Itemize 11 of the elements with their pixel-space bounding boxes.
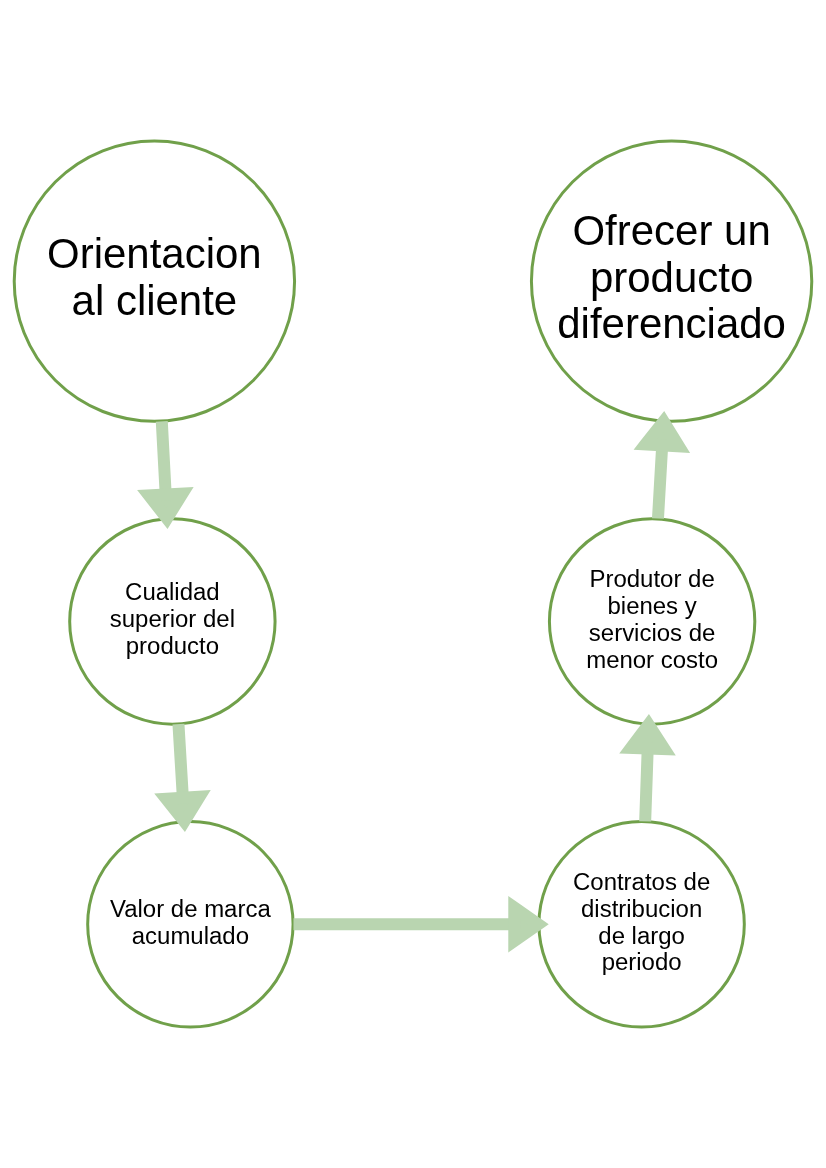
node-circle: Orientacion al cliente <box>12 139 297 423</box>
arrow <box>633 410 691 519</box>
node-circle: Produtor de bienes y servicios de menor costo <box>547 517 757 726</box>
node-circle: Cualidad superior del producto <box>68 517 277 726</box>
arrow <box>619 714 676 822</box>
arrow <box>154 723 211 833</box>
node-circle: Contratos de distribucion de largo periodo <box>537 820 746 1029</box>
arrow <box>137 421 194 529</box>
node-circle: Valor de marca acumulado <box>86 820 295 1029</box>
arrow <box>293 896 549 953</box>
node-circle: Ofrecer un producto diferenciado <box>529 139 814 423</box>
